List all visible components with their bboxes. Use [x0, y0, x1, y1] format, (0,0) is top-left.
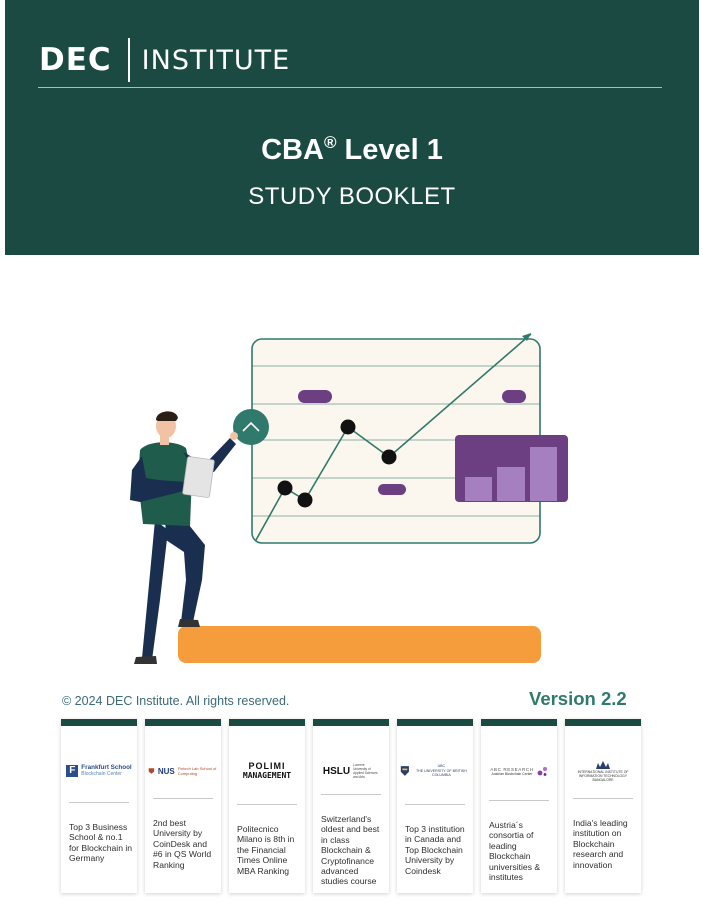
- trend-point: [277, 480, 293, 496]
- title-main: CBA: [261, 134, 324, 166]
- card-divider: [237, 804, 297, 805]
- card-divider: [153, 798, 213, 799]
- title-level: Level 1: [336, 134, 443, 166]
- header-divider: [38, 87, 662, 88]
- nus-crest-icon: [148, 768, 155, 774]
- trend-point: [297, 492, 313, 508]
- partner-card-iiit: INTERNATIONAL INSTITUTE OF INFORMATION T…: [565, 719, 641, 893]
- iiit-bangalore-logo: INTERNATIONAL INSTITUTE OF INFORMATION T…: [568, 756, 638, 786]
- partner-card-nus: NUS Fintech Lab School of Computing 2nd …: [145, 719, 221, 893]
- partner-description: Switzerland's oldest and best in class B…: [321, 814, 380, 887]
- partner-description: Austria´s consortia of leading Blockchai…: [489, 820, 541, 883]
- bar-chart-bar: [497, 467, 525, 501]
- trend-point: [340, 419, 356, 435]
- iiit-emblem-icon: [596, 761, 610, 769]
- partner-card-polimi: POLIMI MANAGEMENT Politecnico Milano is …: [229, 719, 305, 893]
- partner-card-ubc: UBC THE UNIVERSITY OF BRITISH COLUMBIA T…: [397, 719, 473, 893]
- trend-arrowhead: [522, 333, 531, 341]
- frankfurt-school-logo: F Frankfurt School Blockchain Center: [64, 756, 134, 786]
- partner-logo-sub: BANGALORE: [592, 778, 614, 782]
- bar-chart-bar: [530, 447, 557, 501]
- booklet-title: CBA® Level 1: [5, 133, 699, 167]
- abc-molecule-icon: [537, 766, 547, 776]
- dec-institute-logo: DEC INSTITUTE: [39, 37, 290, 83]
- card-divider: [573, 798, 633, 799]
- partner-description: Top 3 Business School & no.1 for Blockch…: [69, 822, 133, 864]
- logo-divider: [127, 38, 130, 82]
- version-label: Version 2.2: [529, 688, 627, 709]
- person-figure: [130, 411, 238, 664]
- partner-card-hslu: HSLU Lucerne University of Applied Scien…: [313, 719, 389, 893]
- partner-logo-name: POLIMI: [248, 761, 286, 771]
- logo-dec-text: DEC: [39, 42, 112, 78]
- partner-logo-name: Frankfurt School: [81, 764, 132, 771]
- logo-institute-text: INSTITUTE: [141, 44, 291, 76]
- booklet-subtitle: STUDY BOOKLET: [248, 183, 456, 210]
- partner-logo-sub: MANAGEMENT: [242, 771, 292, 780]
- partner-description: India's leading institution on Blockchai…: [573, 818, 628, 870]
- frankfurt-school-mark: F: [66, 765, 79, 777]
- card-divider: [489, 800, 549, 801]
- partner-description: Top 3 institution in Canada and Top Bloc…: [405, 824, 465, 876]
- cover-header: DEC INSTITUTE CBA® Level 1 STUDY BOOKLET: [5, 0, 699, 255]
- nus-logo: NUS Fintech Lab School of Computing: [148, 756, 218, 786]
- chevron-up-icon: [233, 409, 269, 445]
- partner-logo-sub: Blockchain Center: [81, 771, 122, 777]
- chart-label-pill: [502, 390, 526, 403]
- hslu-logo: HSLU Lucerne University of Applied Scien…: [316, 756, 386, 786]
- ubc-crest-icon: [400, 766, 409, 776]
- partner-description: Politecnico Milano is 8th in the Financi…: [237, 824, 295, 876]
- card-divider: [405, 804, 465, 805]
- orange-platform: [178, 626, 541, 663]
- ubc-logo: UBC THE UNIVERSITY OF BRITISH COLUMBIA: [400, 756, 470, 786]
- partner-logo-sub: Fintech Lab School of Computing: [177, 766, 217, 776]
- registered-mark: ®: [323, 133, 337, 152]
- card-divider: [321, 794, 381, 795]
- partner-logo-name: NUS: [157, 766, 175, 776]
- partner-logo-sub: Austrian Blockchain Center: [491, 771, 533, 776]
- partner-logo-name: ABC RESEARCH: [490, 766, 534, 772]
- partner-logo-name: UBC: [437, 764, 446, 769]
- bar-chart-bar: [465, 477, 492, 501]
- copyright-notice: © 2024 DEC Institute. All rights reserve…: [62, 694, 290, 708]
- partner-card-frankfurt: F Frankfurt School Blockchain Center Top…: [61, 719, 137, 893]
- partner-logo-sub: Lucerne University of Applied Sciences a…: [353, 763, 378, 779]
- abc-research-logo: ABC RESEARCH Austrian Blockchain Center: [484, 756, 554, 786]
- partner-logo-sub: THE UNIVERSITY OF BRITISH COLUMBIA: [415, 768, 467, 778]
- trend-point: [381, 449, 397, 465]
- card-divider: [69, 802, 129, 803]
- partner-logo-name: HSLU: [322, 765, 351, 777]
- chart-label-pill: [378, 484, 406, 495]
- chart-label-pill: [298, 390, 332, 403]
- partner-card-abc: ABC RESEARCH Austrian Blockchain Center …: [481, 719, 557, 893]
- partner-logo-name: INTERNATIONAL INSTITUTE OF INFORMATION T…: [577, 770, 629, 778]
- polimi-logo: POLIMI MANAGEMENT: [232, 756, 302, 786]
- trend-line: [255, 333, 532, 541]
- partner-description: 2nd best University by CoinDesk and #6 i…: [153, 818, 212, 870]
- partner-cards: F Frankfurt School Blockchain Center Top…: [61, 719, 641, 893]
